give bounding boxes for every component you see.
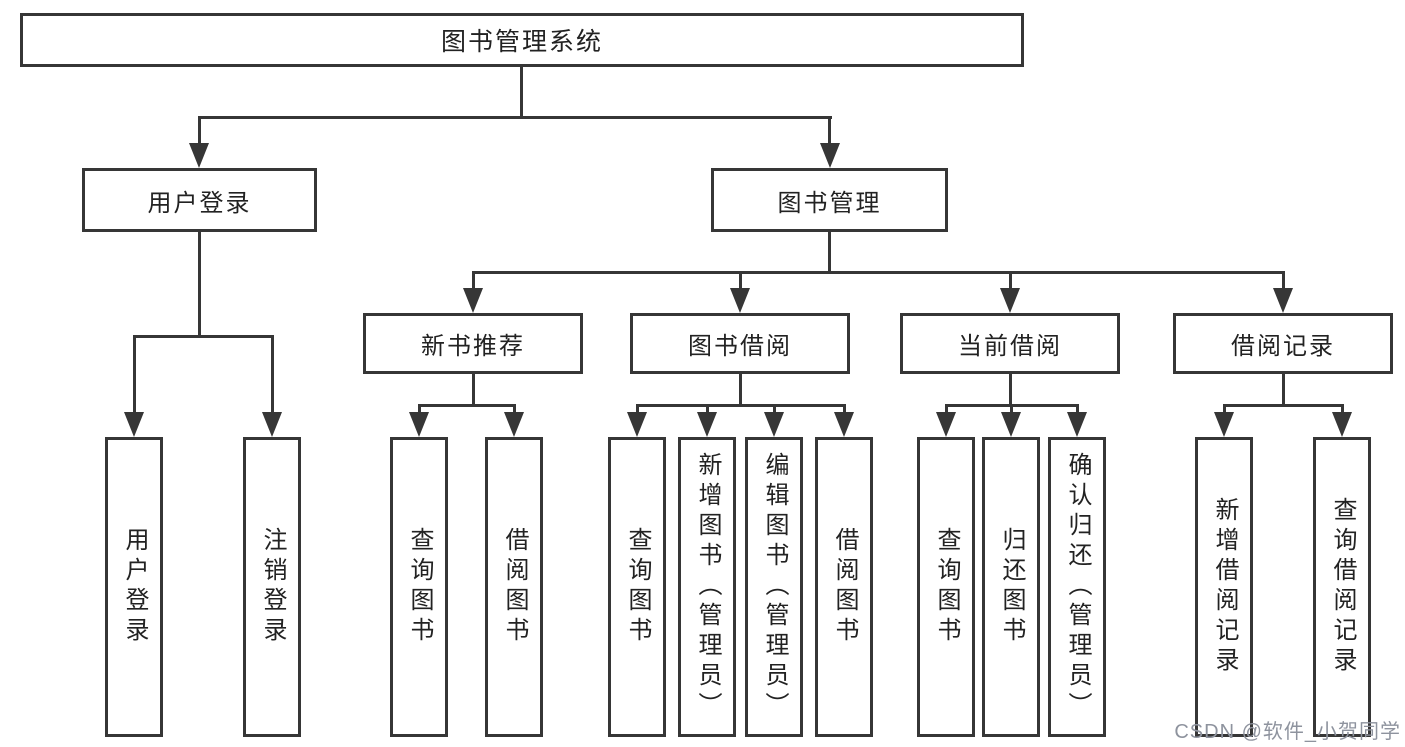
connector-arrow-line-return-books	[1009, 404, 1013, 412]
connector-book-management-trunk	[828, 232, 831, 273]
connector-arrow-line-borrow-books	[842, 404, 846, 412]
connector-arrow-line-edit-books	[772, 404, 776, 412]
connector-root-split	[197, 116, 832, 119]
node-library-system: 图书管理系统	[20, 13, 1024, 67]
arrowhead-query-recommend	[409, 412, 429, 437]
leaf-label: 查询图书	[406, 527, 433, 647]
node-label: 图书管理系统	[440, 28, 603, 56]
arrowhead-user-login	[189, 143, 209, 168]
arrowhead-confirm-return	[1067, 412, 1087, 437]
node-book-borrow: 图书借阅	[630, 313, 850, 374]
connector-arrow-line-query-borrow	[635, 404, 639, 412]
leaf-label: 新增借阅记录	[1211, 497, 1238, 677]
leaf-label: 新增图书（管理员）	[694, 452, 721, 722]
leaf-label: 编辑图书（管理员）	[761, 452, 788, 722]
connector-arrow-line-query-record	[1340, 404, 1344, 412]
arrowhead-borrow-records	[1273, 288, 1293, 313]
arrowhead-edit-books	[764, 412, 784, 437]
leaf-label: 注销登录	[259, 527, 286, 647]
leaf-borrow-books-recommend: 借阅图书	[485, 437, 543, 737]
node-current-borrow: 当前借阅	[900, 313, 1120, 374]
arrowhead-current-borrow	[1000, 288, 1020, 313]
leaf-label: 归还图书	[998, 527, 1025, 647]
node-book-management: 图书管理	[711, 168, 948, 232]
connector-arrow-line-query-recommend	[417, 404, 421, 412]
node-label: 图书借阅	[688, 333, 792, 360]
leaf-label: 查询图书	[624, 527, 651, 647]
connector-arrow-line-borrow-records	[1281, 271, 1285, 288]
connector-user-login-split	[132, 335, 274, 338]
node-label: 新书推荐	[421, 333, 525, 360]
connector-arrow-line-current-borrow	[1008, 271, 1012, 288]
leaf-query-borrow-record: 查询借阅记录	[1313, 437, 1371, 737]
connector-arrow-line-book-management	[828, 116, 831, 144]
leaf-return-books: 归还图书	[982, 437, 1040, 737]
connector-arrow-line-add-record	[1222, 404, 1226, 412]
connector-arrow-line-borrow-recommend	[512, 404, 516, 412]
connector-user-login-trunk	[198, 232, 201, 337]
arrowhead-leaf-user-login	[124, 412, 144, 437]
arrowhead-query-borrow	[627, 412, 647, 437]
connector-new-book-trunk	[471, 374, 475, 407]
connector-root-trunk	[519, 67, 523, 118]
connector-borrow-records-trunk	[1281, 374, 1285, 407]
connector-arrow-line-user-login	[197, 116, 201, 144]
leaf-confirm-return-admin: 确认归还（管理员）	[1048, 437, 1106, 737]
connector-new-book-split	[417, 404, 516, 407]
leaf-label: 借阅图书	[831, 527, 858, 647]
connector-book-management-split	[471, 271, 1285, 274]
connector-arrow-line-add-books	[705, 404, 709, 412]
arrowhead-return-books	[1001, 412, 1021, 437]
node-borrow-records: 借阅记录	[1173, 313, 1393, 374]
leaf-edit-books-admin: 编辑图书（管理员）	[745, 437, 803, 737]
connector-arrow-line-query-current	[944, 404, 948, 412]
node-label: 当前借阅	[958, 333, 1062, 360]
connector-arrow-line-new-book	[471, 271, 475, 288]
connector-arrow-line-leaf-logout	[270, 335, 274, 412]
arrowhead-book-management	[819, 143, 840, 168]
node-label: 图书管理	[777, 189, 882, 217]
csdn-watermark: CSDN @软件_小贺同学	[1174, 721, 1401, 743]
leaf-add-borrow-record: 新增借阅记录	[1195, 437, 1253, 737]
leaf-add-books-admin: 新增图书（管理员）	[678, 437, 736, 737]
arrowhead-query-record	[1332, 412, 1352, 437]
arrowhead-borrow-recommend	[504, 412, 524, 437]
leaf-query-books-current: 查询图书	[917, 437, 975, 737]
leaf-label: 确认归还（管理员）	[1064, 452, 1091, 722]
arrowhead-add-record	[1214, 412, 1234, 437]
leaf-borrow-books: 借阅图书	[815, 437, 873, 737]
leaf-query-books-borrow: 查询图书	[608, 437, 666, 737]
node-user-login: 用户登录	[82, 168, 317, 232]
leaf-label: 用户登录	[121, 527, 148, 647]
arrowhead-book-borrow	[730, 288, 750, 313]
leaf-user-login: 用户登录	[105, 437, 163, 737]
leaf-logout: 注销登录	[243, 437, 301, 737]
connector-book-borrow-split	[635, 404, 845, 407]
connector-arrow-line-book-borrow	[738, 271, 742, 288]
leaf-query-books-recommend: 查询图书	[390, 437, 448, 737]
connector-book-borrow-trunk	[738, 374, 742, 407]
connector-current-borrow-trunk	[1008, 374, 1012, 407]
connector-arrow-line-confirm-return	[1075, 404, 1079, 412]
arrowhead-leaf-logout	[262, 412, 282, 437]
leaf-label: 查询图书	[933, 527, 960, 647]
node-label: 借阅记录	[1231, 333, 1335, 360]
connector-borrow-records-split	[1222, 404, 1344, 407]
arrowhead-borrow-books	[834, 412, 854, 437]
connector-arrow-line-leaf-user-login	[132, 335, 136, 412]
leaf-label: 查询借阅记录	[1329, 497, 1356, 677]
arrowhead-query-current	[936, 412, 956, 437]
arrowhead-new-book	[463, 288, 483, 313]
node-new-book-recommend: 新书推荐	[363, 313, 583, 374]
node-label: 用户登录	[147, 189, 252, 217]
arrowhead-add-books	[697, 412, 717, 437]
leaf-label: 借阅图书	[501, 527, 528, 647]
